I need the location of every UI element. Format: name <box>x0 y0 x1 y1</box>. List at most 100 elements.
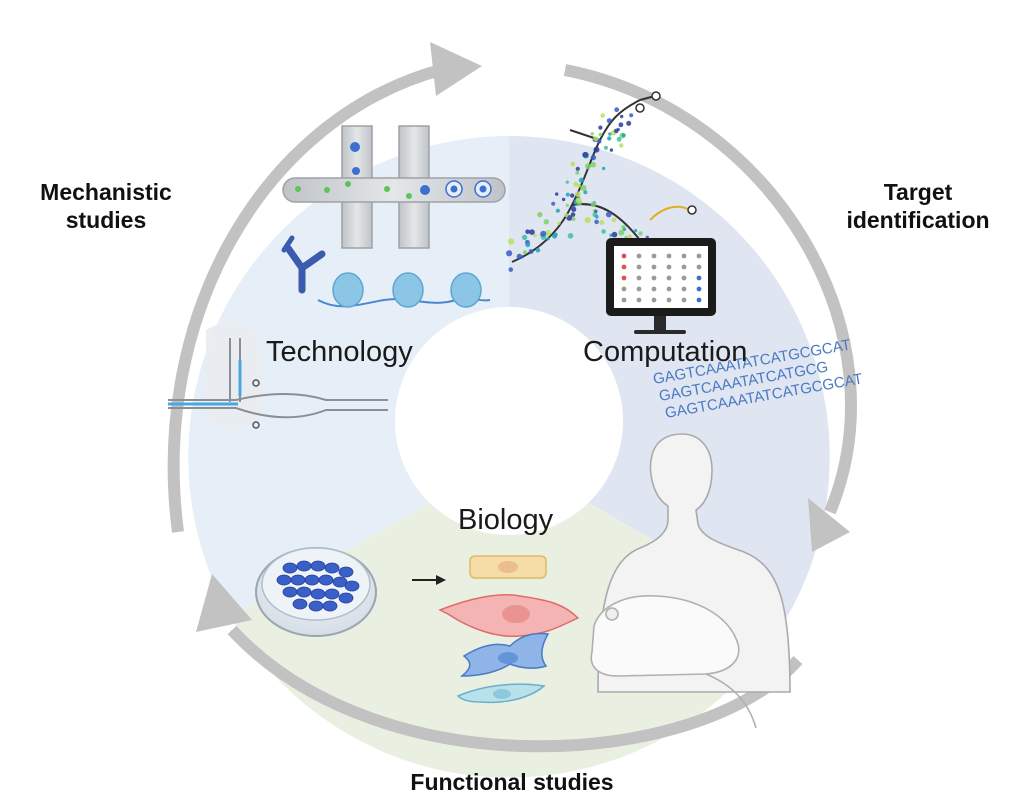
scatter-point <box>575 191 581 198</box>
heatmap-dot <box>651 297 657 303</box>
cell-colony <box>282 586 298 598</box>
scatter-point <box>577 183 581 188</box>
epithelial-cell-icon <box>469 555 547 579</box>
cell-colony <box>324 562 340 574</box>
scatter-point <box>571 217 576 222</box>
scatter-point <box>590 154 597 161</box>
scatter-point <box>620 114 624 119</box>
scatter-point <box>609 148 614 152</box>
mechanistic-studies-line: studies <box>65 207 147 233</box>
scatter-point <box>552 233 557 239</box>
scatter-point <box>561 197 566 202</box>
cell-colony <box>276 574 292 586</box>
heatmap-dot <box>651 286 657 292</box>
scatter-point <box>598 132 603 137</box>
heatmap-dot <box>636 275 642 281</box>
heatmap-dot <box>651 275 657 281</box>
heatmap-dot <box>636 297 642 303</box>
cell-colony <box>282 562 298 574</box>
scatter-point <box>535 247 541 253</box>
heatmap-dot <box>681 253 687 259</box>
heatmap-dot <box>621 286 627 292</box>
heatmap-dot <box>696 286 702 292</box>
scatter-point <box>599 220 605 225</box>
scatter-point <box>528 249 534 254</box>
arrowhead-right-icon <box>808 498 850 552</box>
heatmap-dot <box>681 286 687 292</box>
scatter-point <box>567 233 574 239</box>
arrow-icon <box>412 575 446 585</box>
scatter-point <box>529 229 535 235</box>
scatter-point <box>555 192 559 196</box>
heatmap-dot <box>696 253 702 259</box>
computation-label: Computation <box>583 336 748 368</box>
scatter-point <box>570 212 576 217</box>
heatmap-dot <box>651 264 657 270</box>
scatter-point <box>540 230 547 237</box>
nucleosome-chain-icon <box>317 272 491 308</box>
antibody-icon <box>281 235 326 294</box>
arrowhead-bottom-icon <box>196 574 252 632</box>
scatter-point <box>525 242 531 248</box>
scatter-point <box>570 193 575 198</box>
scatter-point <box>597 139 602 144</box>
heatmap-dot <box>666 275 672 281</box>
target-identification-line: Target <box>883 179 953 205</box>
heatmap-dot <box>666 297 672 303</box>
scatter-point <box>614 128 619 134</box>
scatter-point <box>606 118 612 124</box>
scatter-point <box>582 151 589 158</box>
scatter-point <box>593 146 600 153</box>
scatter-point <box>618 229 625 236</box>
heatmap-dot <box>681 264 687 270</box>
scatter-point <box>580 184 587 192</box>
cell-colony <box>318 574 334 586</box>
scatter-point <box>607 136 612 141</box>
scatter-point <box>545 230 552 236</box>
scatter-point <box>575 197 582 204</box>
scatter-point <box>506 250 513 257</box>
scatter-point <box>634 229 638 233</box>
scatter-point <box>522 250 528 255</box>
scatter-point <box>611 231 618 238</box>
heatmap-dot <box>696 264 702 270</box>
scatter-point <box>507 238 515 245</box>
spindle-cell-icon <box>456 683 546 704</box>
cell-colony <box>322 600 338 612</box>
scatter-point <box>626 120 632 126</box>
scatter-point <box>570 161 576 167</box>
scatter-point <box>590 132 594 136</box>
cell-colony <box>344 580 360 592</box>
scatter-point <box>537 211 543 218</box>
scatter-point <box>594 209 598 214</box>
scatter-point <box>584 217 591 224</box>
technology-label: Technology <box>266 336 413 368</box>
fibroblast-cell-icon <box>438 594 580 638</box>
scatter-point <box>601 229 606 234</box>
scatter-point <box>603 145 608 150</box>
scatter-point <box>573 181 579 187</box>
scatter-point <box>557 221 561 225</box>
scatter-point <box>525 229 530 234</box>
scatter-point <box>598 125 603 130</box>
scatter-point <box>629 113 634 118</box>
heatmap-dot <box>681 297 687 303</box>
scatter-point <box>583 190 588 195</box>
scatter-point <box>551 201 556 206</box>
scatter-point <box>618 122 624 128</box>
scatter-point <box>611 217 617 223</box>
sector-wheel <box>188 136 830 778</box>
scatter-point <box>608 132 612 136</box>
heatmap-dot <box>621 253 627 259</box>
heatmap-dot <box>696 275 702 281</box>
mouse-icon <box>590 595 757 729</box>
scatter-point <box>564 213 569 218</box>
scatter-point <box>645 235 649 239</box>
heatmap-dot <box>696 297 702 303</box>
heatmap-dot <box>651 253 657 259</box>
scatter-point <box>565 203 569 207</box>
scatter-point <box>621 133 626 138</box>
scatter-point <box>516 253 522 260</box>
cell-colony <box>296 586 312 598</box>
